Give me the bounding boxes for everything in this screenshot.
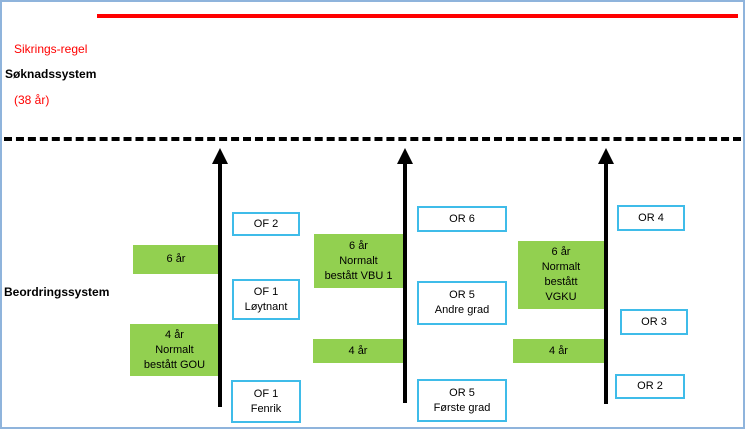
duration-line: Normalt — [541, 261, 581, 273]
beordringssystem-label: Beordringssystem — [4, 285, 110, 299]
duration-line: 6 år — [551, 246, 571, 258]
duration-box-4ar-or-senior: 4 år — [313, 339, 403, 363]
duration-line: Normalt — [339, 254, 378, 267]
rank-line: OR 5 — [449, 289, 475, 301]
rank-box-of1-loytnant: OF 1 Løytnant — [232, 279, 300, 320]
officer-arrow-shaft — [218, 162, 222, 407]
rank-box-or5-forste-grad: OR 5 Første grad — [417, 379, 507, 422]
duration-box-6ar-vbu1: 6 år Normalt bestått VBU 1 — [314, 234, 403, 288]
rank-box-or6: OR 6 — [417, 206, 507, 232]
or-junior-arrow-shaft — [604, 162, 608, 404]
duration-line: bestått VBU 1 — [324, 269, 393, 282]
rank-box-or2: OR 2 — [615, 374, 685, 399]
sikrings-regel-line1: Sikrings-regel — [14, 42, 88, 56]
rank-line: Fenrik — [250, 402, 282, 415]
rank-box-or5-andre-grad: OR 5 Andre grad — [417, 281, 507, 325]
system-divider-dashed-line — [4, 137, 741, 141]
rank-line: OF 1 — [253, 387, 279, 400]
rank-box-of2: OF 2 — [232, 212, 300, 236]
duration-line: 6 år — [349, 239, 368, 252]
duration-line: 4 år — [165, 328, 184, 341]
duration-box-6ar-officer: 6 år — [133, 245, 219, 274]
duration-box-6ar-vgku: 6 år Normalt bestått VGKU — [518, 241, 604, 309]
duration-line: 6 år — [166, 253, 186, 265]
rank-line: Andre grad — [434, 304, 490, 316]
duration-line: bestått GOU — [143, 358, 206, 371]
rank-line: OR 5 — [449, 386, 475, 399]
rank-box-or3: OR 3 — [620, 309, 688, 335]
rank-line: OF 2 — [253, 217, 279, 230]
sikrings-regel-line2: (38 år) — [14, 93, 50, 107]
rank-line: OR 4 — [638, 211, 664, 224]
duration-line: VGKU — [545, 291, 577, 303]
rank-line: OF 1 — [253, 285, 279, 298]
duration-box-4ar-gou: 4 år Normalt bestått GOU — [130, 324, 219, 376]
sikrings-regel-rule — [97, 14, 738, 18]
soknadssystem-label: Søknadssystem — [5, 67, 97, 81]
duration-box-4ar-or-junior: 4 år — [513, 339, 604, 363]
sikrings-regel-label: Sikrings-regel (38 år) — [14, 7, 87, 143]
duration-line: 4 år — [549, 344, 568, 357]
duration-line: bestått — [544, 276, 578, 288]
rank-line: Første grad — [433, 401, 491, 414]
duration-line: Normalt — [155, 343, 194, 356]
or-senior-arrow-head-icon — [397, 148, 413, 164]
rank-line: Løytnant — [244, 300, 288, 313]
rank-line: OR 3 — [641, 315, 667, 328]
rank-line: OR 2 — [637, 380, 663, 392]
duration-line: 4 år — [348, 344, 368, 357]
rank-box-of1-fenrik: OF 1 Fenrik — [231, 380, 301, 423]
or-junior-arrow-head-icon — [598, 148, 614, 164]
or-senior-arrow-shaft — [403, 162, 407, 403]
officer-arrow-head-icon — [212, 148, 228, 164]
rank-line: OR 6 — [449, 212, 475, 225]
rank-box-or4: OR 4 — [617, 205, 685, 231]
